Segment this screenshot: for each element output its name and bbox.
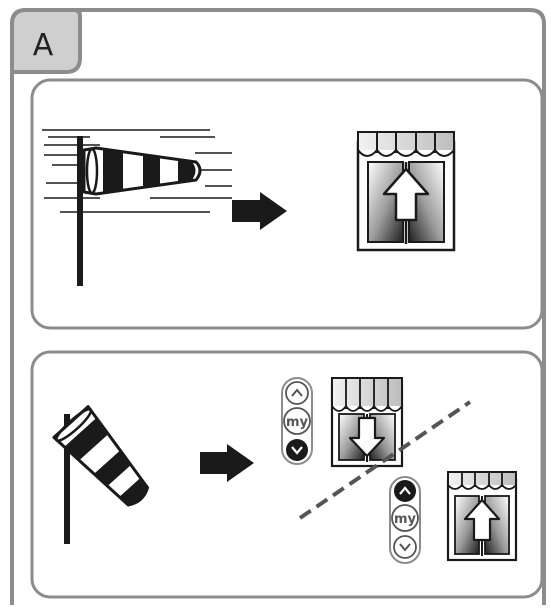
outer-frame: A bbox=[10, 8, 546, 605]
remote-my-button-icon: my bbox=[391, 504, 419, 532]
remote-control-up: my bbox=[389, 476, 421, 564]
dashed-divider bbox=[298, 400, 472, 520]
arrow-right-icon bbox=[232, 192, 287, 230]
remote-down-button-icon bbox=[286, 439, 308, 461]
remote-control-down: my bbox=[281, 377, 313, 465]
remote-down-button-icon bbox=[393, 535, 417, 559]
awning-window-up-icon bbox=[446, 471, 518, 562]
bottom-subpanel: my bbox=[30, 350, 544, 599]
arrow-right-icon bbox=[200, 444, 254, 482]
windsock-icon bbox=[52, 405, 150, 544]
awning-window-down-icon bbox=[330, 377, 404, 468]
remote-my-label: my bbox=[394, 512, 417, 527]
panel-label: A bbox=[33, 28, 54, 63]
awning-window-up-icon bbox=[356, 131, 456, 252]
top-subpanel bbox=[30, 78, 544, 330]
remote-up-button-icon bbox=[394, 480, 416, 502]
remote-my-label: my bbox=[286, 415, 309, 430]
remote-my-button-icon: my bbox=[283, 407, 311, 435]
remote-up-button-icon bbox=[285, 381, 309, 405]
panel-tab bbox=[10, 8, 82, 74]
windsock-icon bbox=[77, 136, 202, 286]
